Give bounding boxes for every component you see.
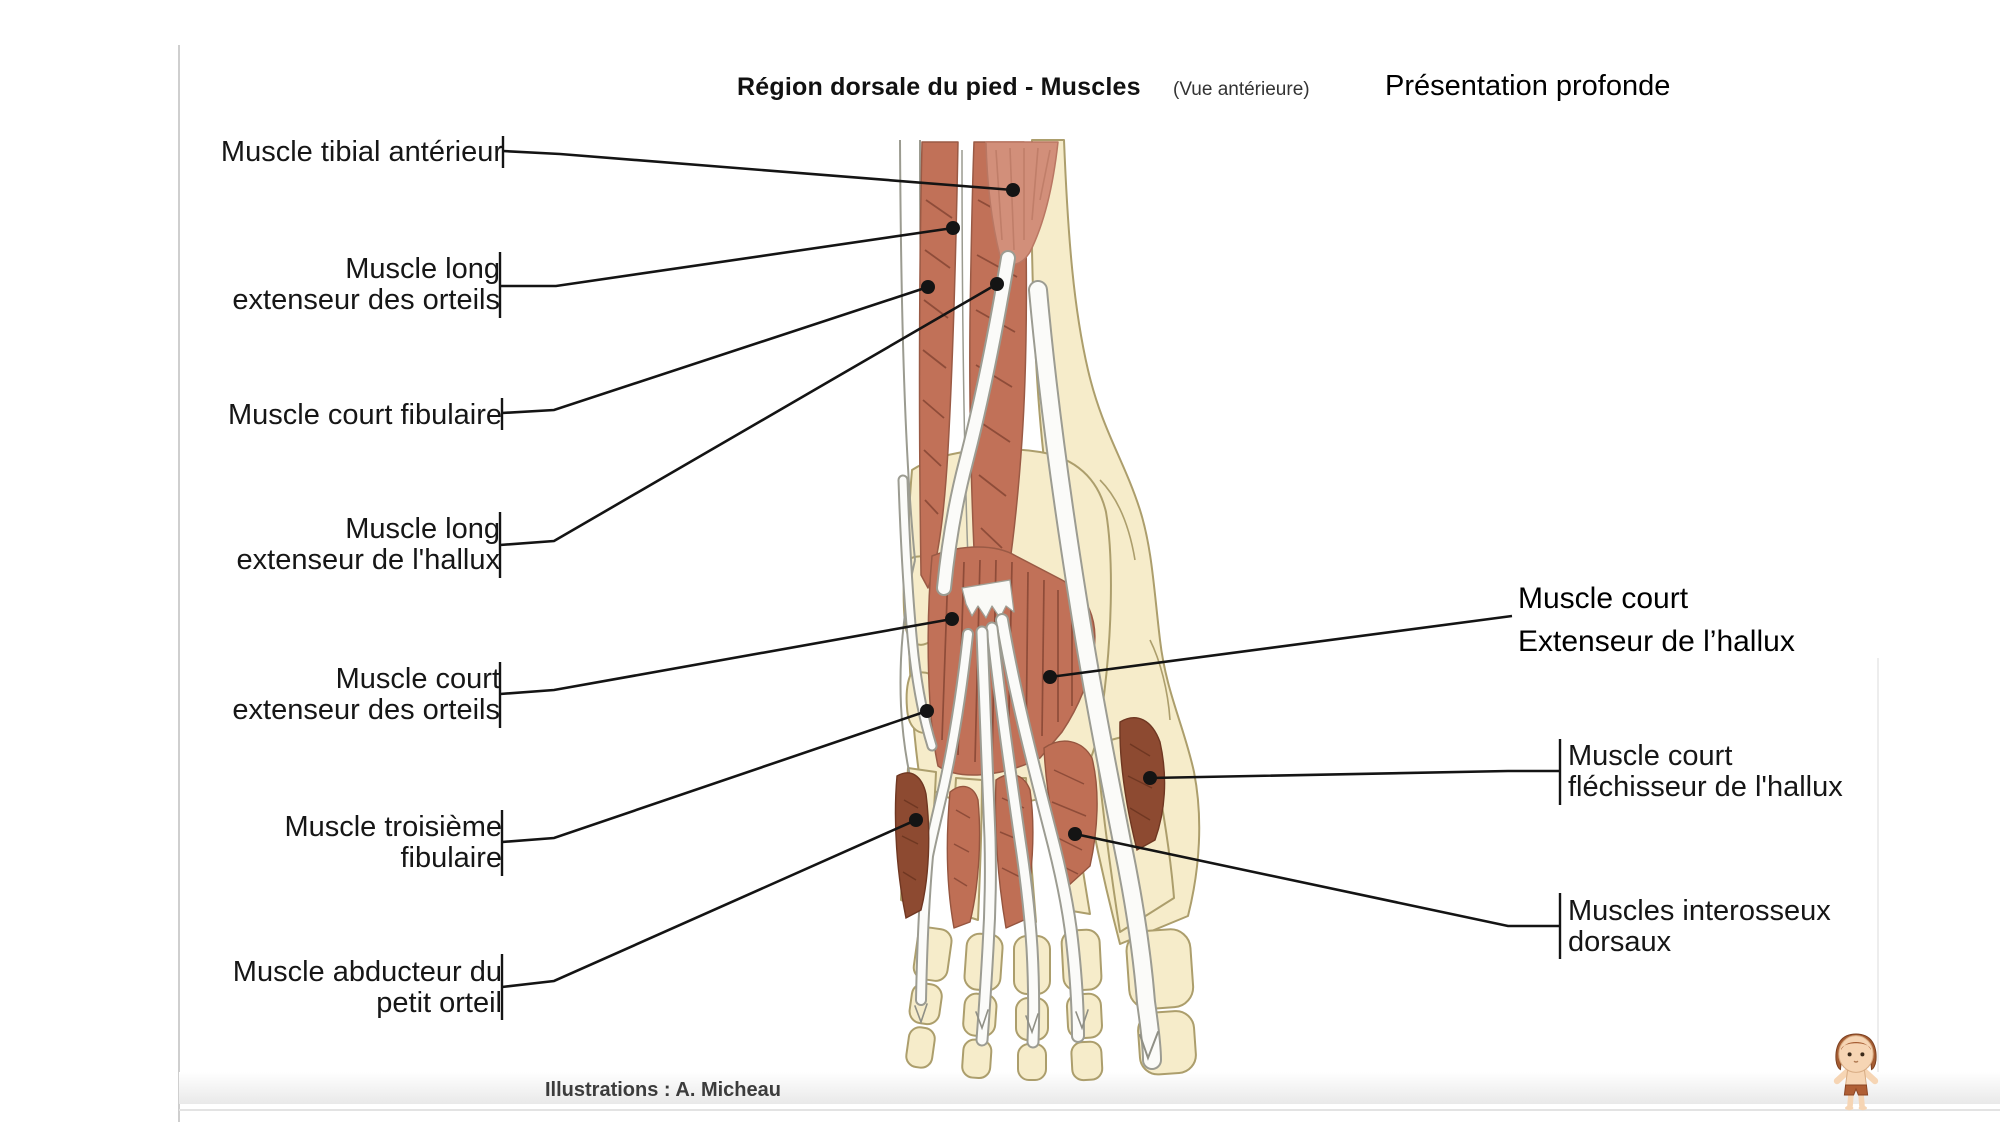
- foot-anatomy-illustration: [894, 139, 1201, 1082]
- label-text: Muscle long: [345, 253, 500, 285]
- label-text: extenseur des orteils: [232, 284, 500, 316]
- illustration-credit: Illustrations : A. Micheau: [545, 1079, 781, 1101]
- label-text: Muscle tibial antérieur: [220, 136, 503, 168]
- label-text: Muscle troisième: [284, 811, 502, 843]
- human-figure-icon: [1833, 1033, 1879, 1111]
- label-text: Extenseur de l’hallux: [1518, 625, 1795, 658]
- label-muscle-court-extenseur-orteils: Muscle court extenseur des orteils: [232, 664, 500, 726]
- label-muscle-troisieme-fibulaire: Muscle troisième fibulaire: [284, 812, 502, 874]
- label-text: Muscle court fibulaire: [228, 399, 502, 431]
- page-title: Région dorsale du pied - Muscles: [737, 73, 1141, 101]
- presentation-title: Présentation profonde: [1385, 70, 1671, 102]
- label-text: fléchisseur de l'hallux: [1568, 771, 1843, 803]
- page-subtitle: (Vue antérieure): [1173, 79, 1310, 100]
- label-muscle-court-fibulaire: Muscle court fibulaire: [228, 400, 502, 431]
- label-text: extenseur des orteils: [232, 694, 500, 726]
- label-muscle-court-flechisseur-hallux: Muscle court fléchisseur de l'hallux: [1568, 741, 1843, 803]
- label-text: petit orteil: [376, 987, 502, 1019]
- slide-bottom-rule: [179, 1109, 2000, 1111]
- slide-left-border: [178, 45, 180, 1122]
- label-muscles-interosseux-dorsaux: Muscles interosseux dorsaux: [1568, 896, 1831, 958]
- label-text: Muscle court: [1518, 582, 1689, 615]
- leader-abducteur-petit-orteil: [500, 818, 917, 1020]
- label-muscle-court-extenseur-hallux: Muscle court Extenseur de l’hallux: [1518, 577, 1795, 663]
- label-text: Muscle abducteur du: [232, 956, 502, 988]
- label-muscle-long-extenseur-hallux: Muscle long extenseur de l'hallux: [237, 514, 500, 576]
- label-text: Muscles interosseux: [1568, 895, 1831, 927]
- label-text: Muscle court: [1568, 740, 1733, 772]
- label-muscle-abducteur-petit-orteil: Muscle abducteur du petit orteil: [233, 957, 502, 1019]
- overlay-edge-line: [1877, 658, 1879, 1076]
- label-text: Muscle court: [335, 663, 500, 695]
- label-text: Muscle long: [345, 513, 500, 545]
- label-text: fibulaire: [400, 842, 502, 874]
- label-muscle-tibial-anterieur: Muscle tibial antérieur: [221, 137, 503, 168]
- label-text: extenseur de l'hallux: [236, 544, 500, 576]
- label-text: dorsaux: [1568, 926, 1672, 958]
- label-muscle-long-extenseur-orteils: Muscle long extenseur des orteils: [232, 254, 500, 316]
